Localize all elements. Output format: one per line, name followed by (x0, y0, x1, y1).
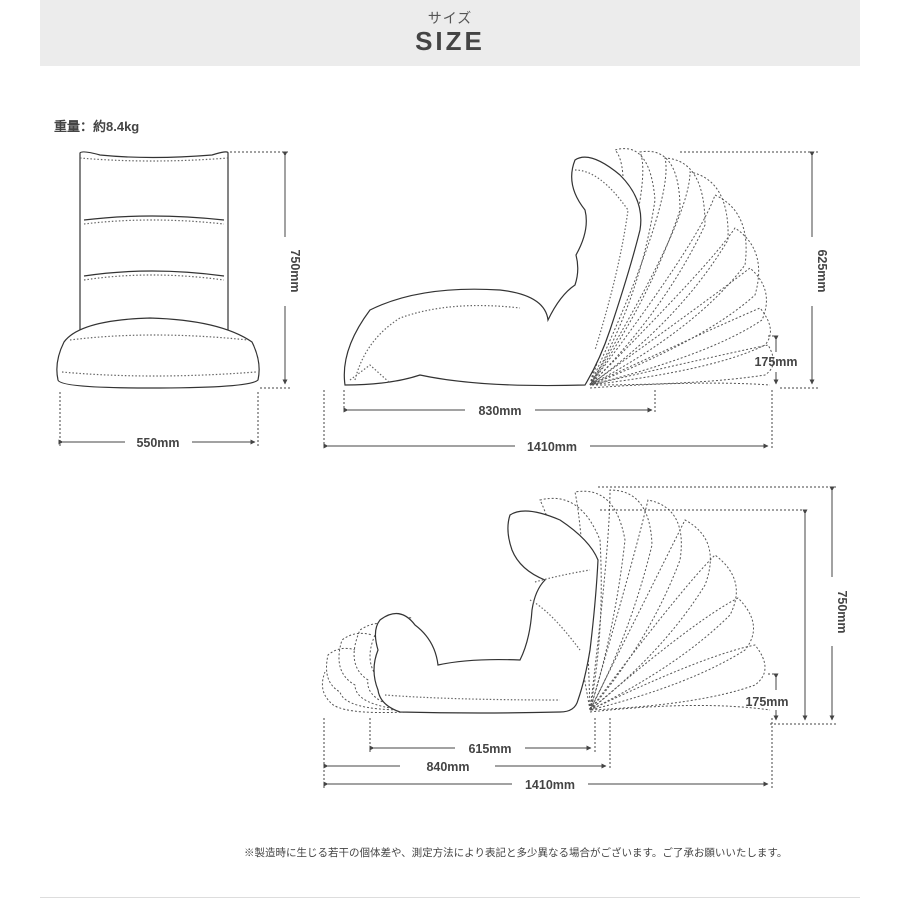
side-view-2-seat-depth-label: 615mm (468, 742, 511, 756)
side-depth-dimensions (323, 390, 773, 450)
side-height-label: 625mm (815, 249, 829, 292)
front-view-chair (56, 151, 260, 389)
front-height-dimension (230, 151, 290, 389)
side-view-2-recline-fan (321, 489, 771, 714)
page-title: SIZE (415, 26, 485, 56)
side-seat-depth-label: 830mm (478, 404, 521, 418)
side-flat-length-label: 1410mm (527, 440, 577, 454)
front-height-label: 750mm (288, 249, 302, 292)
front-width-label: 550mm (136, 436, 179, 450)
front-width-dimension (58, 392, 259, 446)
title-subtitle: サイズ (427, 10, 473, 26)
side-view-2-depth-label: 840mm (426, 760, 469, 774)
bottom-divider (40, 897, 860, 898)
side-view-2-lowest-height-label: 175mm (745, 695, 788, 709)
disclaimer-note: ※製造時に生じる若干の個体差や、測定方法により表記と多少異なる場合がございます。… (244, 847, 788, 859)
side-view-2-height-dimension (598, 486, 838, 725)
side-view-chair (343, 156, 642, 387)
side-view-2-chair (373, 510, 599, 714)
side-lowest-height-label: 175mm (754, 355, 797, 369)
title-banner: サイズ SIZE (40, 0, 860, 66)
side-view-2-flat-length-label: 1410mm (525, 778, 575, 792)
weight-label: 重量：約8.4kg (54, 119, 140, 134)
side-view-2-depth-dimensions (323, 718, 773, 788)
side-view-2-height-label: 750mm (835, 590, 849, 633)
side-height-dimension (680, 151, 818, 389)
